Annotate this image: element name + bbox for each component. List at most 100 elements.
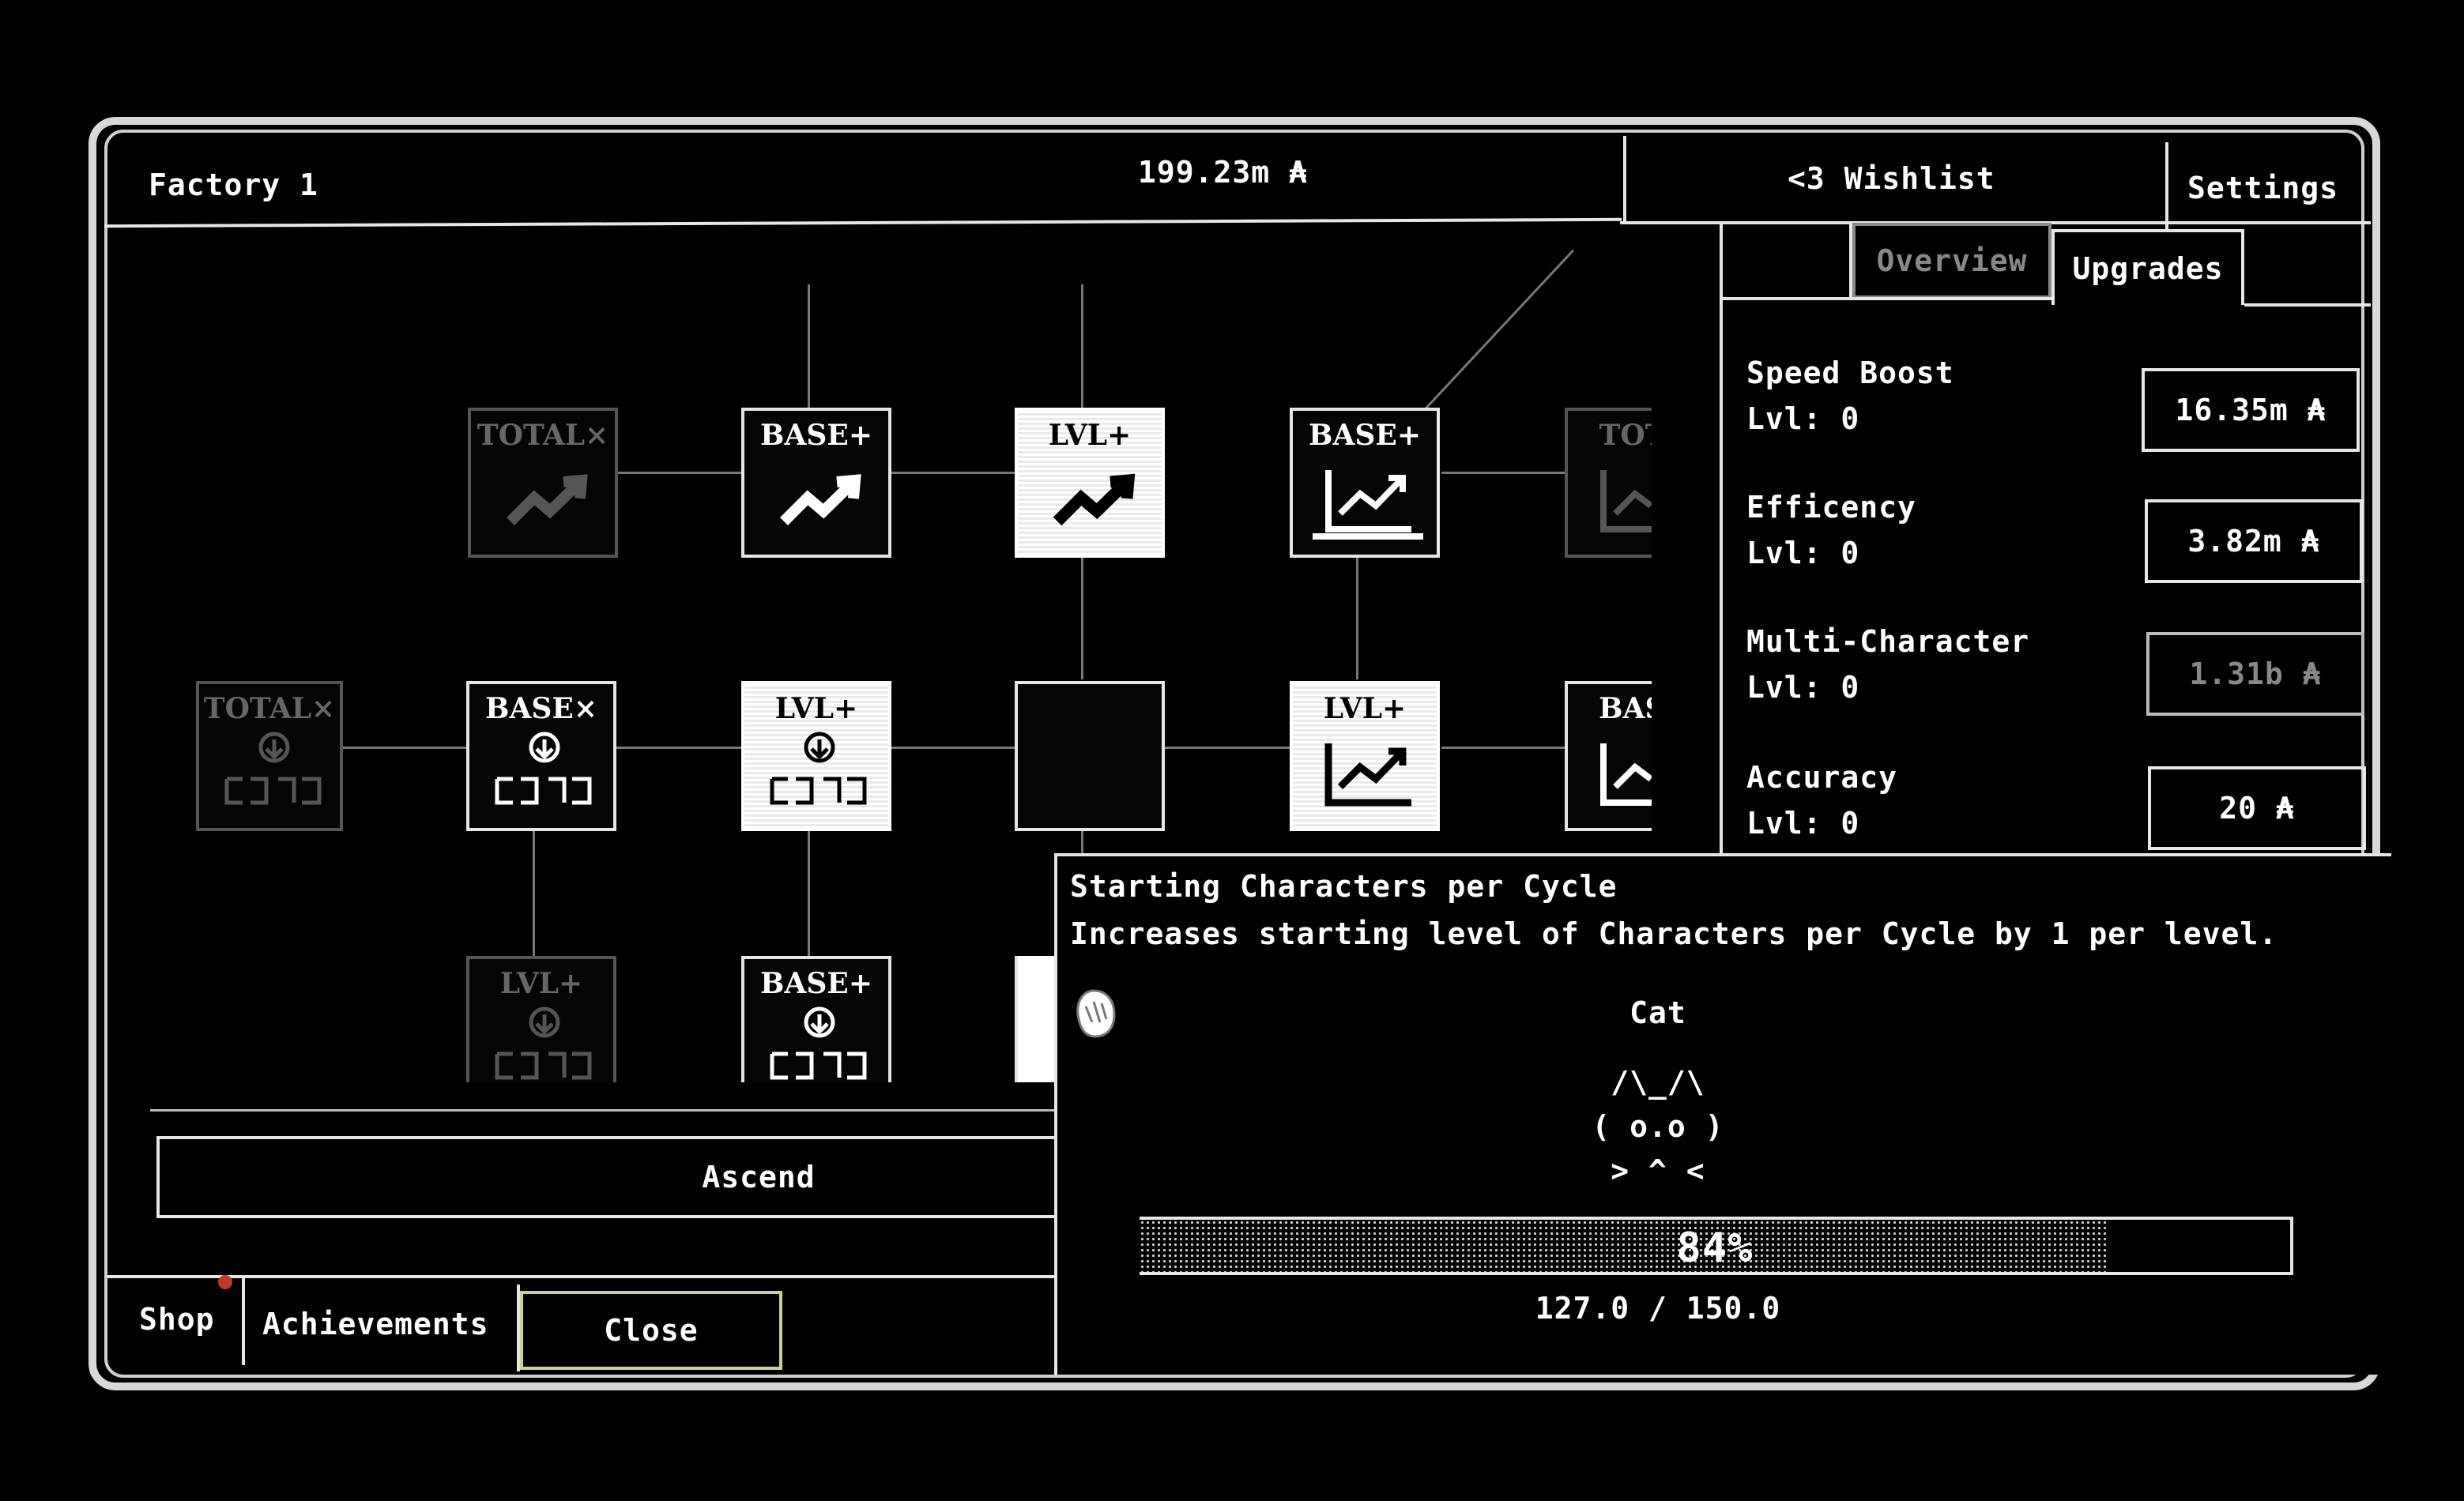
node-label: BASE xyxy=(1599,692,1652,725)
ascii-art-ears: /\_/\ xyxy=(1611,1065,1705,1100)
notification-dot xyxy=(218,1275,232,1289)
tree-node-lvl-plus[interactable]: LVL+ xyxy=(1015,408,1165,558)
ascii-art-whiskers: > ^ < xyxy=(1611,1153,1705,1188)
buy-speed-boost-button[interactable]: 16.35m ₳ xyxy=(2142,368,2360,452)
nav-separator xyxy=(242,1278,245,1365)
shop-button[interactable]: Shop xyxy=(139,1302,215,1337)
chart-icon xyxy=(1324,743,1411,807)
tree-connector xyxy=(1165,747,1291,749)
upgrade-multi-character[interactable]: Multi-Character Lvl: 0 xyxy=(1746,624,2029,705)
upgrade-name: Accuracy xyxy=(1746,760,1898,795)
right-panel-border xyxy=(1720,221,1723,853)
download-icon xyxy=(224,732,322,805)
header-separator xyxy=(2165,142,2168,229)
tab-separator xyxy=(1849,221,1852,300)
tree-node-base-plus-dl[interactable]: BASE+ xyxy=(741,956,891,1082)
tree-connector xyxy=(533,830,535,956)
tab-baseline xyxy=(1723,297,2055,300)
tooltip-panel: Starting Characters per Cycle Increases … xyxy=(1054,853,2391,1375)
upgrade-level: Lvl: 0 xyxy=(1746,536,1860,570)
download-icon xyxy=(495,1006,592,1080)
buy-multi-character-button[interactable]: 1.31b ₳ xyxy=(2146,632,2364,716)
tree-node-base-plus[interactable]: BASE+ xyxy=(741,408,891,558)
wishlist-button[interactable]: <3 Wishlist xyxy=(1788,161,1995,196)
factory-label[interactable]: Factory 1 xyxy=(149,167,318,202)
upgrade-level: Lvl: 0 xyxy=(1746,401,1860,436)
tree-connector xyxy=(890,472,1016,474)
progress-percent: 84% xyxy=(1676,1224,1754,1272)
upgrade-efficency[interactable]: Efficency Lvl: 0 xyxy=(1746,490,1916,570)
tree-node-core[interactable] xyxy=(1015,681,1165,831)
ascend-label: Ascend xyxy=(702,1160,816,1194)
nav-separator xyxy=(517,1285,520,1371)
upgrade-level: Lvl: 0 xyxy=(1746,670,1860,705)
tab-overview[interactable]: Overview xyxy=(1852,223,2051,299)
upgrade-name: Speed Boost xyxy=(1746,356,1954,390)
download-icon xyxy=(770,732,867,805)
node-label: BASE+ xyxy=(760,967,872,1000)
upgrade-name: Efficency xyxy=(1746,490,1916,525)
tree-node-base-mult[interactable]: BASE× xyxy=(466,681,616,831)
tree-connector xyxy=(616,472,743,474)
trend-arrow-icon xyxy=(507,474,588,525)
pointer-hand-icon xyxy=(1070,983,1121,1040)
header-separator xyxy=(1623,136,1626,221)
tree-connector xyxy=(1081,830,1083,853)
tree-connector xyxy=(1356,553,1358,679)
settings-button[interactable]: Settings xyxy=(2187,171,2339,205)
bottom-nav-divider xyxy=(107,1275,1064,1278)
node-label: LVL+ xyxy=(1048,419,1132,452)
buy-efficency-button[interactable]: 3.82m ₳ xyxy=(2145,499,2363,583)
node-label: TOTAL× xyxy=(203,692,336,725)
node-label: LVL+ xyxy=(499,967,583,1000)
tree-node-total-mult[interactable]: TOTAL× xyxy=(468,408,618,558)
node-label: BASE+ xyxy=(1309,419,1421,452)
node-label: TOTAL× xyxy=(477,419,609,452)
upgrade-speed-boost[interactable]: Speed Boost Lvl: 0 xyxy=(1746,356,1954,436)
progress-value: 127.0 / 150.0 xyxy=(1535,1291,1781,1326)
tree-node-base-plus-chart[interactable]: BASE+ xyxy=(1290,408,1440,558)
monitor-frame xyxy=(89,117,2380,1390)
tab-upgrades[interactable]: Upgrades xyxy=(2051,229,2244,305)
tab-baseline xyxy=(2244,303,2371,307)
progress-bar: 84% xyxy=(1140,1217,2293,1275)
tree-node-lvl-plus-chart[interactable]: LVL+ xyxy=(1290,681,1440,831)
upgrade-name: Multi-Character xyxy=(1746,624,2030,659)
trend-arrow-icon xyxy=(1053,473,1136,526)
tree-node-lvl-plus-dim[interactable]: LVL+ xyxy=(466,956,616,1082)
ascii-art-face: ( o.o ) xyxy=(1592,1109,1724,1144)
upgrade-level: Lvl: 0 xyxy=(1746,806,1860,841)
tree-node-total-mult-dl[interactable]: TOTAL× xyxy=(196,681,343,831)
trend-arrow-icon xyxy=(780,474,861,525)
upgrade-accuracy[interactable]: Accuracy Lvl: 0 xyxy=(1746,760,1897,841)
tree-node-lvl-plus-dl[interactable]: LVL+ xyxy=(741,681,891,831)
tree-node-base-partial[interactable]: BASE xyxy=(1565,681,1652,831)
buy-accuracy-button[interactable]: 20 ₳ xyxy=(2148,766,2366,850)
tree-connector xyxy=(808,830,810,956)
tree-connector xyxy=(1441,472,1568,474)
progress-fill xyxy=(1140,1220,2107,1272)
tree-connector xyxy=(1081,553,1083,679)
tree-connector xyxy=(341,747,468,749)
achievements-button[interactable]: Achievements xyxy=(262,1307,489,1341)
close-button[interactable]: Close xyxy=(520,1291,782,1370)
download-icon xyxy=(770,1006,867,1080)
ascend-button[interactable]: Ascend xyxy=(156,1136,1073,1218)
ascend-divider xyxy=(150,1109,1059,1112)
screen-border xyxy=(104,130,2364,1378)
node-label: LVL+ xyxy=(1323,692,1407,725)
tree-connector xyxy=(1081,284,1083,409)
node-label: LVL+ xyxy=(774,692,858,725)
character-name: Cat xyxy=(1629,995,1686,1030)
chart-icon xyxy=(1600,470,1652,532)
tooltip-description: Increases starting level of Characters p… xyxy=(1070,916,2278,951)
currency-display: 199.23m ₳ xyxy=(1138,155,1308,190)
node-label: BASE+ xyxy=(760,419,872,452)
tree-node-total-partial[interactable]: TOTA xyxy=(1565,408,1652,558)
tree-connector xyxy=(890,747,1016,749)
node-label: BASE× xyxy=(485,692,597,725)
download-icon xyxy=(495,732,592,805)
chart-icon xyxy=(1313,470,1423,540)
node-label: TOTA xyxy=(1599,419,1652,452)
tooltip-title: Starting Characters per Cycle xyxy=(1070,869,1618,904)
